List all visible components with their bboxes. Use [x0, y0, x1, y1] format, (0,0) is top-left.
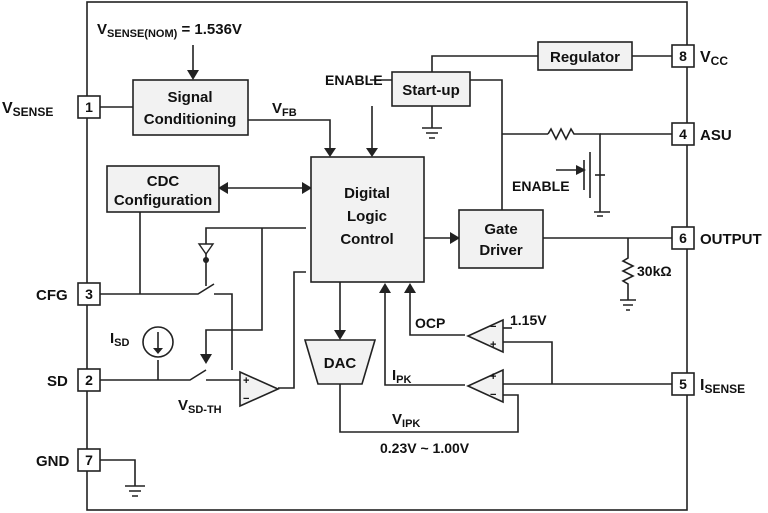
gate-line2: Driver: [479, 242, 523, 259]
pin-6-number: 6: [679, 230, 687, 246]
block-signal-conditioning: [132, 79, 249, 136]
block-cdc-config: [106, 165, 220, 213]
comparator-sd: [239, 370, 280, 408]
pin-8-box: [671, 44, 695, 68]
logic-line1: Digital: [344, 185, 390, 202]
pin-5-name: ISENSE: [700, 377, 745, 396]
pin-2-name: SD: [47, 373, 68, 390]
wire-sd-comp-logic: [278, 271, 306, 389]
resistor-30k-label: 30kΩ: [637, 263, 672, 279]
arrow-ipk: [379, 283, 391, 293]
dac-label: DAC: [324, 355, 357, 372]
pin-5-box: [671, 372, 695, 396]
logic-line2: Logic: [347, 208, 387, 225]
arrow-isd: [153, 348, 163, 354]
logic-line3: Control: [340, 231, 393, 248]
pin-3-name: CFG: [36, 287, 68, 304]
pin-5-number: 5: [679, 376, 687, 392]
wire-sd: [100, 369, 240, 381]
arrow-vfb: [324, 148, 336, 157]
pin-2-box: [77, 368, 101, 392]
comparator-ipk: [466, 368, 504, 404]
arrow-cdc-left: [218, 182, 228, 194]
ic-outline: [86, 1, 688, 511]
wire-ipk: [384, 290, 465, 386]
vsense-nom-label: VSENSE(NOM) = 1.536V: [97, 21, 242, 40]
wire-vdd-rail: [470, 79, 503, 210]
node-buffer: [203, 257, 209, 263]
cdc-line1: CDC: [147, 173, 180, 190]
cdc-line2: Configuration: [114, 192, 212, 209]
block-startup: [391, 71, 471, 107]
mosfet-asu: [583, 150, 601, 212]
pin-4-number: 4: [679, 126, 687, 142]
block-dac: [303, 339, 377, 385]
signal-cond-line1: Signal: [167, 89, 212, 106]
pin-2-number: 2: [85, 372, 93, 388]
wire-reg-startup: [431, 55, 538, 72]
arrow-logic-dac: [334, 330, 346, 340]
resistor-asu: [547, 127, 601, 150]
isd-label: ISD: [110, 330, 130, 349]
svg-text:+: +: [243, 375, 249, 387]
wire-logic-sdsw: [205, 228, 263, 356]
pin-4-box: [671, 122, 695, 146]
pin-7-number: 7: [85, 452, 93, 468]
wire-cfg-switch: [100, 283, 233, 370]
enable-asu-label: ENABLE: [512, 178, 570, 194]
pin-4-name: ASU: [700, 127, 732, 144]
regulator-label: Regulator: [550, 49, 620, 66]
svg-text:−: −: [490, 321, 496, 333]
wire-isense: [503, 341, 672, 385]
ocp-ref-label: 1.15V: [510, 312, 547, 328]
comparator-ocp: [466, 318, 504, 354]
ground-startup: [422, 106, 442, 139]
vsdth-label: VSD-TH: [178, 397, 222, 416]
pin-3-number: 3: [85, 286, 93, 302]
pin-3-box: [77, 282, 101, 306]
ocp-label: OCP: [415, 315, 445, 331]
svg-text:−: −: [490, 389, 496, 401]
pin-8-name: VCC: [700, 49, 728, 68]
svg-text:+: +: [490, 371, 496, 383]
pin-1-name: VSENSE: [2, 100, 53, 119]
wire-vfb: [248, 119, 331, 150]
arrow-sd-switch: [200, 354, 212, 364]
signal-cond-line2: Conditioning: [144, 111, 236, 128]
pin-8-number: 8: [679, 48, 687, 64]
gate-line1: Gate: [484, 221, 517, 238]
ipk-label: IPK: [392, 367, 412, 386]
enable-top-label: ENABLE: [325, 72, 383, 88]
wire-logic-sw: [205, 227, 306, 244]
arrow-cdc-right: [302, 182, 312, 194]
vipk-label: VIPK: [392, 411, 420, 430]
ground-pin7: [100, 459, 145, 497]
wire-vipk: [339, 384, 519, 433]
arrow-vsense-nom: [187, 70, 199, 80]
pin-6-name: OUTPUT: [700, 231, 762, 248]
arrow-mosfet-gate: [576, 165, 586, 175]
block-regulator: [537, 41, 633, 71]
arrow-logic-gate: [450, 232, 460, 244]
wire-ocp: [409, 290, 465, 336]
ground-mosfet: [594, 211, 610, 217]
vfb-label: VFB: [272, 100, 297, 119]
pin-1-box: [77, 95, 101, 119]
vipk-range-label: 0.23V ~ 1.00V: [380, 440, 470, 456]
pin-6-box: [671, 226, 695, 250]
pin-7-name: GND: [36, 453, 70, 470]
arrow-ocp: [404, 283, 416, 293]
svg-text:−: −: [243, 393, 249, 405]
block-gate-driver: [458, 209, 544, 269]
resistor-30k: [620, 238, 636, 311]
svg-text:+: +: [490, 339, 496, 351]
pin-7-box: [77, 448, 101, 472]
block-digital-logic: [310, 156, 425, 283]
buffer-sw: [197, 243, 215, 256]
pin-1-number: 1: [85, 99, 93, 115]
arrow-startup: [366, 148, 378, 157]
startup-label: Start-up: [402, 82, 460, 99]
